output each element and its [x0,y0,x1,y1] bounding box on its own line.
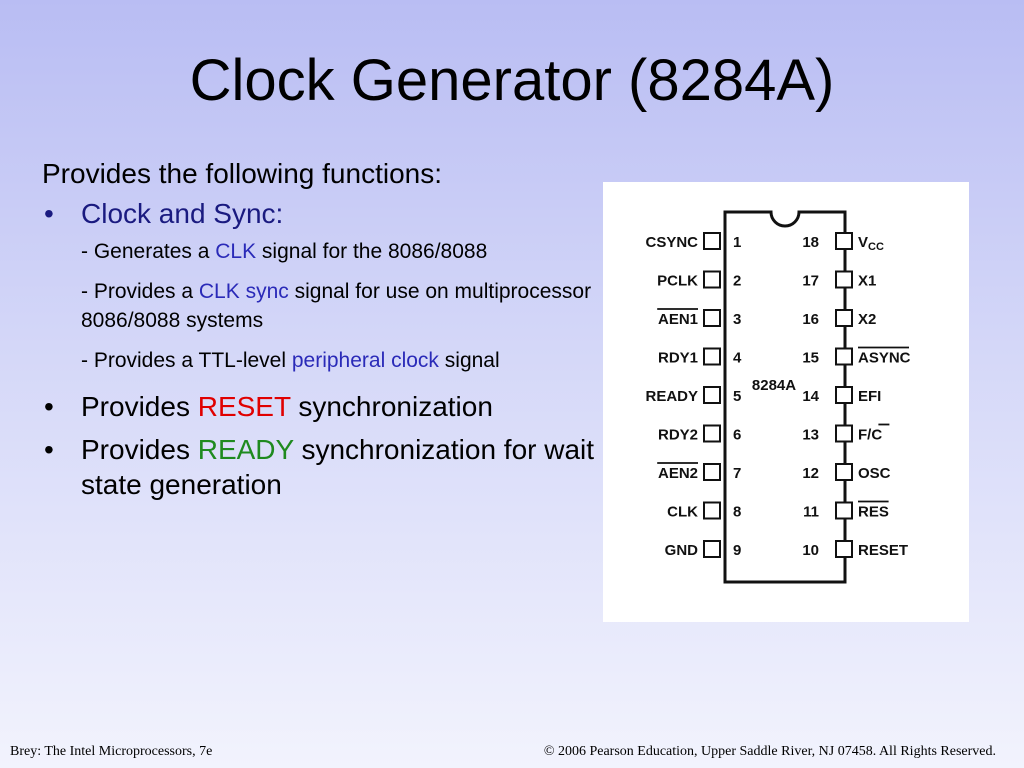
pin-number: 4 [733,350,742,367]
pin-label: AEN2 [658,465,698,482]
pin-number: 14 [802,388,819,405]
pin-box-left [703,309,721,327]
pin-number: 3 [733,311,741,328]
pin-number: 11 [803,504,819,521]
pin-number: 6 [733,427,741,444]
pin-box-left [703,386,721,404]
reset-highlight: RESET [197,391,291,422]
sub-item-text: signal [438,349,500,372]
bullet-reset: • Provides RESET synchronization [42,389,602,424]
bullet-text: synchronization [290,391,493,422]
sub-item-peripheral-clock: - Provides a TTL-level peripheral clock … [42,346,602,375]
pin-label: READY [645,388,698,405]
sub-item-clk: - Generates a CLK signal for the 8086/80… [42,237,602,266]
pin-box-left [703,424,721,443]
pin-label: ASYNC [858,350,911,367]
pin-label: RESET [858,542,908,559]
pin-number: 1 [733,234,741,251]
pin-number: 17 [802,273,819,290]
pin-label: X1 [858,273,876,290]
bullet-clock-sync: • Clock and Sync: [42,196,602,231]
pin-label: RES [858,504,889,521]
pin-box-right [835,309,853,327]
slide-content: Provides the following functions: • Cloc… [42,156,602,502]
pin-label: RDY2 [658,427,698,444]
pin-number: 2 [733,273,741,290]
bullet-text: Provides [81,434,198,465]
pin-label: PCLK [657,273,698,290]
bullet-text: synchronization for wait state generatio… [81,434,595,500]
pin-label-overlined-part: C [871,427,882,444]
clk-highlight: CLK [215,240,257,263]
pin-box-right [835,540,853,558]
sub-item-text: - Provides a TTL-level [81,349,292,372]
pin-box-left [703,347,721,366]
chip-name-label: 8284A [752,377,796,394]
pin-label: X2 [858,311,876,328]
pin-number: 18 [802,234,819,251]
pin-box-right [835,501,853,520]
pin-label: F/C [858,427,882,444]
chip-pinout-figure: 8284A 1 CSYNC 2 PCLK 3 AEN1 4 RDY1 5 READY 6 RDY2 7 AE… [603,182,969,622]
pin-box-right [835,270,853,289]
pin-box-right [835,463,853,481]
pin-box-left [703,270,721,289]
pin-number: 13 [802,427,819,444]
pin-box-left [703,540,721,558]
pin-label: OSC [858,465,891,482]
pin-box-left [703,463,721,481]
footer-book-title: Brey: The Intel Microprocessors, 7e [10,744,213,759]
sub-item-text: signal for use on multiprocessor 8086/80… [81,280,592,332]
pin-box-left [703,501,721,520]
pin-number: 9 [733,542,741,559]
pin-box-right [835,424,853,443]
bullet-dot: • [44,391,54,422]
pin-label: CSYNC [645,234,698,251]
footer-copyright: © 2006 Pearson Education, Upper Saddle R… [543,744,996,759]
bullet-dot: • [44,434,54,465]
pin-number: 16 [802,311,819,328]
pin-number: 7 [733,465,741,482]
pin-box-left [703,232,721,250]
pin-label: CLK [667,504,698,521]
chip-body [723,210,847,584]
clock-sync-label: Clock and Sync: [81,198,284,229]
pin-label: VCC [858,234,884,253]
pin-box-right [835,386,853,404]
pin-box-right [835,347,853,366]
pin-label-subscript: CC [868,241,884,253]
pin-number: 8 [733,504,741,521]
chip-pinout-diagram: 8284A 1 CSYNC 2 PCLK 3 AEN1 4 RDY1 5 READY 6 RDY2 7 AE… [645,210,911,584]
pin-number: 10 [802,542,819,559]
pin-label: EFI [858,388,881,405]
intro-text: Provides the following functions: [42,158,442,189]
sub-item-text: signal for the 8086/8088 [256,240,488,263]
clk-sync-highlight: CLK sync [198,280,289,303]
pin-number: 5 [733,388,741,405]
pin-label: RDY1 [658,350,698,367]
peripheral-clock-highlight: peripheral clock [291,349,439,372]
pin-box-right [835,232,853,250]
sub-item-text: - Provides a [81,280,199,303]
sub-item-text: - Generates a [81,240,216,263]
pin-number: 15 [802,350,819,367]
ready-highlight: READY [197,434,294,465]
bullet-dot: • [44,198,54,229]
bullet-text: Provides [81,391,198,422]
sub-item-clk-sync: - Provides a CLK sync signal for use on … [42,277,602,335]
pin-label: GND [665,542,699,559]
bullet-ready: • Provides READY synchronization for wai… [42,432,602,502]
slide-title: Clock Generator (8284A) [189,48,835,113]
pin-label: AEN1 [658,311,698,328]
pin-number: 12 [802,465,819,482]
